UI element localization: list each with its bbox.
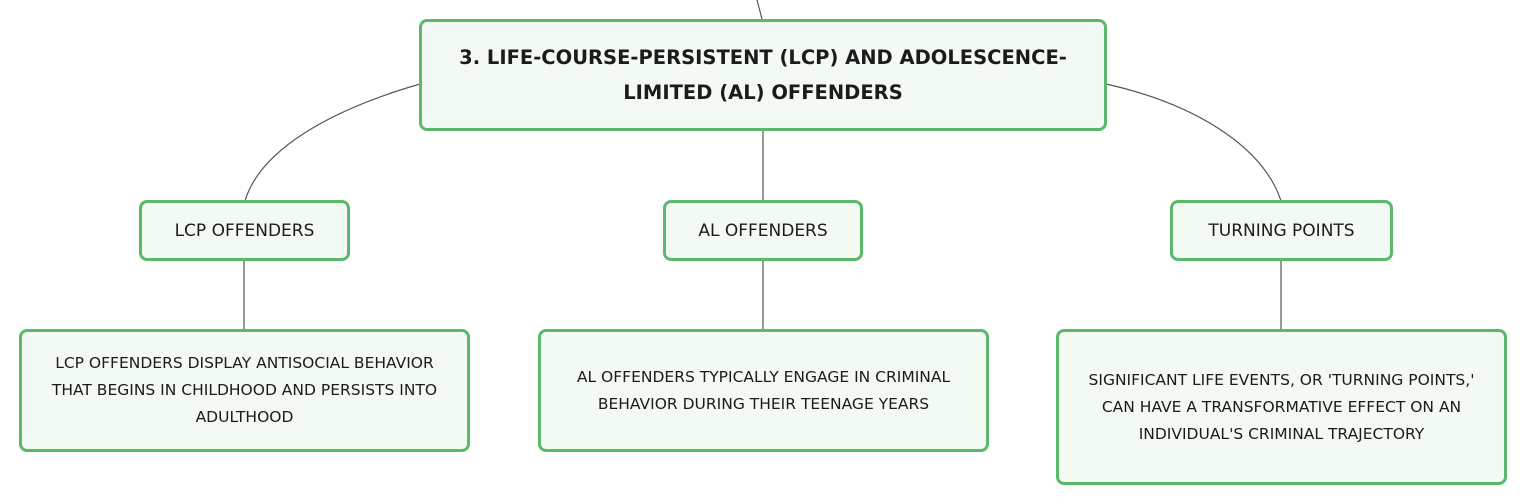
connector-root-to-lcp — [244, 83, 421, 202]
root-node-label: 3. LIFE-COURSE-PERSISTENT (LCP) AND ADOL… — [459, 46, 1067, 104]
turning-points-label: TURNING POINTS — [1208, 220, 1355, 241]
lcp-offenders-node[interactable]: LCP OFFENDERS — [139, 200, 350, 261]
turning-points-detail-text: SIGNIFICANT LIFE EVENTS, OR 'TURNING POI… — [1088, 370, 1475, 443]
al-offenders-label: AL OFFENDERS — [698, 220, 828, 241]
connector-root-to-turning-points — [1105, 83, 1282, 202]
al-offenders-detail-text: AL OFFENDERS TYPICALLY ENGAGE IN CRIMINA… — [576, 367, 951, 413]
al-offenders-detail-node[interactable]: AL OFFENDERS TYPICALLY ENGAGE IN CRIMINA… — [538, 329, 989, 452]
lcp-offenders-label: LCP OFFENDERS — [174, 220, 315, 241]
connector-parent-to-root — [756, 0, 763, 20]
al-offenders-node[interactable]: AL OFFENDERS — [663, 200, 863, 261]
turning-points-node[interactable]: TURNING POINTS — [1170, 200, 1393, 261]
root-node[interactable]: 3. LIFE-COURSE-PERSISTENT (LCP) AND ADOL… — [419, 19, 1107, 131]
lcp-offenders-detail-node[interactable]: LCP OFFENDERS DISPLAY ANTISOCIAL BEHAVIO… — [19, 329, 470, 452]
lcp-offenders-detail-text: LCP OFFENDERS DISPLAY ANTISOCIAL BEHAVIO… — [51, 354, 438, 426]
turning-points-detail-node[interactable]: SIGNIFICANT LIFE EVENTS, OR 'TURNING POI… — [1056, 329, 1507, 485]
